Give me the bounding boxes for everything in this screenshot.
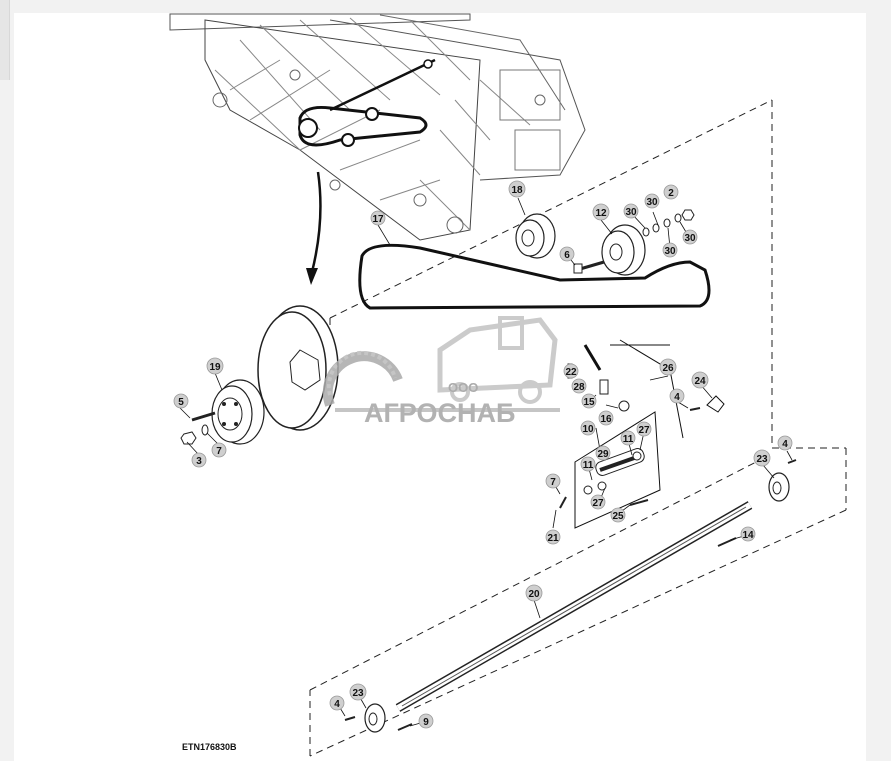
svg-text:30: 30 xyxy=(684,233,696,244)
svg-text:11: 11 xyxy=(623,434,634,445)
svg-text:30: 30 xyxy=(625,207,637,218)
callout-30-d: 30 xyxy=(682,229,698,245)
svg-text:14: 14 xyxy=(742,530,754,541)
svg-text:29: 29 xyxy=(597,449,609,460)
svg-text:2: 2 xyxy=(668,188,674,199)
callout-4-a: 4 xyxy=(669,388,685,404)
callout-5: 5 xyxy=(173,393,189,409)
drive-pulley-19 xyxy=(180,379,265,445)
large-drum-pulley xyxy=(257,305,339,431)
svg-text:18: 18 xyxy=(511,185,523,196)
callout-21: 21 xyxy=(545,529,561,545)
svg-text:10: 10 xyxy=(582,424,594,435)
tensioner-assembly xyxy=(559,339,725,529)
svg-text:5: 5 xyxy=(178,397,184,408)
drive-belt xyxy=(358,243,711,310)
watermark-logo: ООО АГРОСНАБ xyxy=(322,316,560,428)
svg-text:15: 15 xyxy=(583,397,595,408)
idler-pulley-18 xyxy=(515,213,556,259)
callout-18: 18 xyxy=(508,180,526,198)
callout-27-a: 27 xyxy=(636,421,652,437)
callout-29: 29 xyxy=(595,445,611,461)
svg-text:4: 4 xyxy=(334,699,340,710)
callout-20: 20 xyxy=(525,584,543,602)
svg-text:25: 25 xyxy=(612,511,624,522)
svg-text:30: 30 xyxy=(646,197,658,208)
svg-text:27: 27 xyxy=(638,425,650,436)
watermark-prefix: ООО xyxy=(448,380,478,395)
callout-7-b: 7 xyxy=(545,473,561,489)
callout-9: 9 xyxy=(418,713,434,729)
left-scroll-strip xyxy=(0,0,10,80)
callout-11-b: 11 xyxy=(580,456,596,472)
svg-text:9: 9 xyxy=(423,717,429,728)
drive-shaft-20 xyxy=(344,459,797,733)
callout-30-a: 30 xyxy=(623,203,639,219)
svg-text:27: 27 xyxy=(592,498,604,509)
callout-16: 16 xyxy=(598,410,614,426)
callout-3: 3 xyxy=(191,452,207,468)
callout-17: 17 xyxy=(370,210,386,226)
callout-2: 2 xyxy=(663,184,679,200)
callout-30-c: 30 xyxy=(662,242,678,258)
callout-24: 24 xyxy=(691,371,709,389)
callout-6: 6 xyxy=(559,246,575,262)
callout-23-b: 23 xyxy=(349,683,367,701)
svg-text:17: 17 xyxy=(372,214,384,225)
callout-26: 26 xyxy=(659,358,677,376)
svg-text:12: 12 xyxy=(595,208,607,219)
callout-10: 10 xyxy=(580,420,596,436)
svg-text:3: 3 xyxy=(196,456,202,467)
svg-text:30: 30 xyxy=(664,246,676,257)
machine-frame-illustration xyxy=(169,13,586,241)
svg-text:6: 6 xyxy=(564,250,570,261)
svg-text:21: 21 xyxy=(547,533,559,544)
watermark-company: АГРОСНАБ xyxy=(364,398,515,428)
figure-id-label: ETN176830B xyxy=(182,742,237,752)
idler-pulley-12 xyxy=(573,209,695,276)
callout-15: 15 xyxy=(581,393,597,409)
svg-text:20: 20 xyxy=(528,589,540,600)
callout-23-a: 23 xyxy=(753,449,771,467)
callout-27-b: 27 xyxy=(590,494,606,510)
callout-7-a: 7 xyxy=(211,442,227,458)
callout-30-b: 30 xyxy=(644,193,660,209)
callout-28: 28 xyxy=(571,378,587,394)
svg-text:16: 16 xyxy=(600,414,612,425)
callout-25: 25 xyxy=(610,507,626,523)
callout-14: 14 xyxy=(740,526,756,542)
svg-text:19: 19 xyxy=(209,362,221,373)
svg-text:23: 23 xyxy=(756,454,768,465)
svg-text:11: 11 xyxy=(583,460,594,471)
detail-arrow xyxy=(310,171,322,273)
svg-text:24: 24 xyxy=(694,376,706,387)
callout-11-a: 11 xyxy=(620,430,636,446)
svg-text:26: 26 xyxy=(662,363,674,374)
callout-4-c: 4 xyxy=(329,695,345,711)
svg-text:28: 28 xyxy=(573,382,585,393)
svg-text:23: 23 xyxy=(352,688,364,699)
callout-12: 12 xyxy=(592,203,610,221)
svg-text:22: 22 xyxy=(565,367,577,378)
leader-lines xyxy=(179,197,793,727)
svg-text:4: 4 xyxy=(674,392,680,403)
callout-22: 22 xyxy=(563,363,579,379)
svg-text:7: 7 xyxy=(550,477,556,488)
callout-4-b: 4 xyxy=(777,435,793,451)
callout-19: 19 xyxy=(206,357,224,375)
svg-text:4: 4 xyxy=(782,439,788,450)
svg-text:7: 7 xyxy=(216,446,222,457)
exploded-boundary xyxy=(309,99,847,757)
